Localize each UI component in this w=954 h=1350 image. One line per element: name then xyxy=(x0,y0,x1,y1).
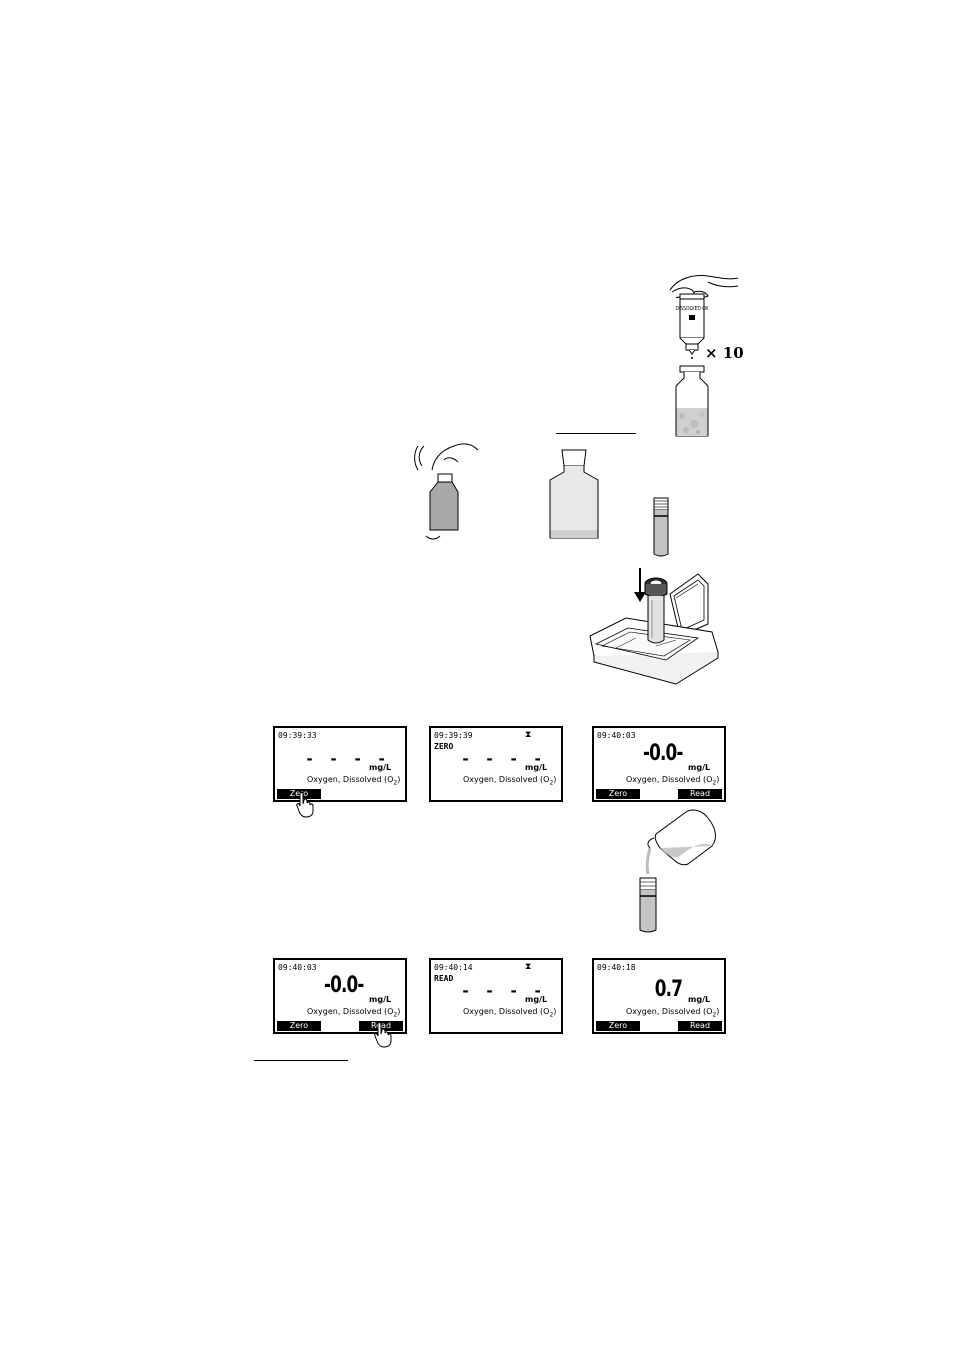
screen-time: 09:39:39 xyxy=(434,731,473,740)
screen-time: 09:40:03 xyxy=(278,963,317,972)
instrument-screen-2: 09:39:39 ⧗ ZERO - - - - mg/L Oxygen, Dis… xyxy=(429,726,563,802)
instrument-insert-illustration xyxy=(589,568,719,685)
zero-softkey[interactable]: Zero xyxy=(277,789,321,799)
zero-softkey[interactable]: Zero xyxy=(277,1021,321,1031)
screen-reading: - - - - xyxy=(461,750,546,768)
instrument-screen-6: 09:40:18 0.7 mg/L Oxygen, Dissolved (O2)… xyxy=(592,958,726,1034)
instrument-screen-1: 09:39:33 - - - - mg/L Oxygen, Dissolved … xyxy=(273,726,407,802)
pointing-hand-icon xyxy=(296,792,314,818)
screen-time: 09:39:33 xyxy=(278,731,317,740)
screen-mode: READ xyxy=(434,974,454,983)
bottle-label-text: DISSOLVED OX xyxy=(675,306,708,312)
screen-time: 09:40:14 xyxy=(434,963,473,972)
screen-parameter: Oxygen, Dissolved (O2) xyxy=(463,775,557,787)
instrument-screen-3: 09:40:03 -0.0- mg/L Oxygen, Dissolved (O… xyxy=(592,726,726,802)
screen-parameter: Oxygen, Dissolved (O2) xyxy=(307,775,401,787)
multiplier-label: × 10 xyxy=(705,344,744,362)
screen-reading: - - - - xyxy=(305,750,390,768)
hourglass-icon: ⧗ xyxy=(525,730,532,740)
dropper-bottle-illustration: DISSOLVED OX xyxy=(669,275,739,437)
screen-reading: -0.0- xyxy=(323,973,363,998)
underline-1 xyxy=(556,433,636,434)
instrument-screen-4: 09:40:03 -0.0- mg/L Oxygen, Dissolved (O… xyxy=(273,958,407,1034)
screen-reading: - - - - xyxy=(461,982,546,1000)
screen-unit: mg/L xyxy=(688,763,711,772)
screen-unit: mg/L xyxy=(525,995,548,1004)
screen-parameter: Oxygen, Dissolved (O2) xyxy=(626,775,720,787)
screen-time: 09:40:18 xyxy=(597,963,636,972)
footnote-rule xyxy=(254,1060,348,1061)
screen-reading: 0.7 xyxy=(654,977,683,1002)
screen-unit: mg/L xyxy=(369,763,392,772)
settled-bottle-illustration xyxy=(549,449,599,539)
screen-time: 09:40:03 xyxy=(597,731,636,740)
hourglass-icon: ⧗ xyxy=(525,962,532,972)
screen-parameter: Oxygen, Dissolved (O2) xyxy=(307,1007,401,1019)
sample-cell-illustration xyxy=(653,497,669,557)
instrument-screen-5: 09:40:14 ⧗ READ - - - - mg/L Oxygen, Dis… xyxy=(429,958,563,1034)
read-softkey[interactable]: Read xyxy=(678,789,722,799)
screen-mode: ZERO xyxy=(434,742,454,751)
read-softkey[interactable]: Read xyxy=(678,1021,722,1031)
zero-softkey[interactable]: Zero xyxy=(596,1021,640,1031)
screen-parameter: Oxygen, Dissolved (O2) xyxy=(463,1007,557,1019)
screen-parameter: Oxygen, Dissolved (O2) xyxy=(626,1007,720,1019)
screen-unit: mg/L xyxy=(369,995,392,1004)
screen-unit: mg/L xyxy=(688,995,711,1004)
zero-softkey[interactable]: Zero xyxy=(596,789,640,799)
pointing-hand-icon xyxy=(374,1022,392,1048)
pour-sample-illustration xyxy=(639,809,716,933)
shake-bottle-illustration xyxy=(414,443,479,540)
screen-reading: -0.0- xyxy=(642,741,682,766)
screen-unit: mg/L xyxy=(525,763,548,772)
